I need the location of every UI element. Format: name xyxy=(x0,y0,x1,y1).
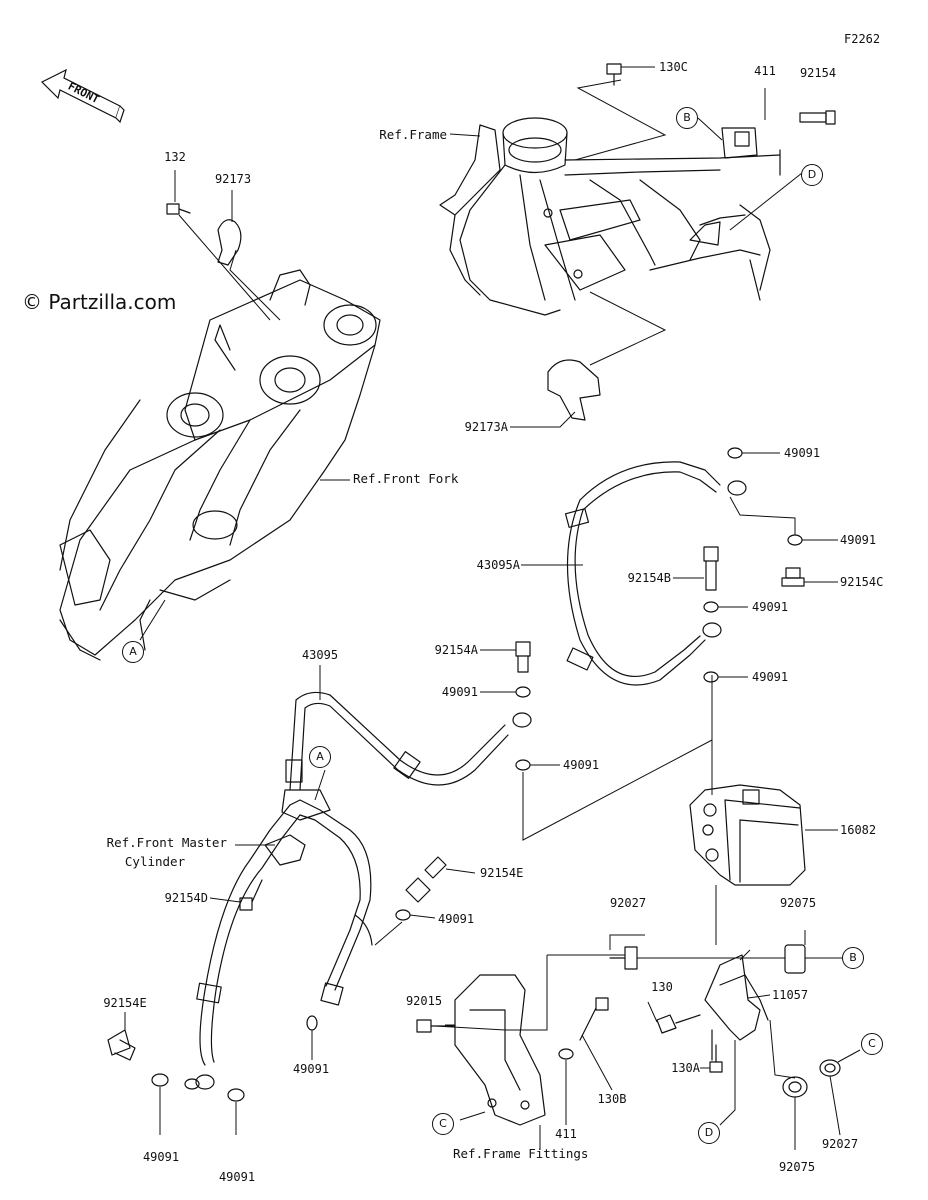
callout-b: B xyxy=(676,107,698,129)
part-label: 130A xyxy=(671,1061,700,1075)
part-label: 92154E xyxy=(103,996,147,1010)
bolt-132 xyxy=(166,203,191,215)
part-label: 49091 xyxy=(218,1170,256,1184)
hose-lower-left xyxy=(195,789,373,1090)
part-label: 92173A xyxy=(464,420,508,434)
bolt-92154e-upper xyxy=(405,856,447,903)
watermark: © Partzilla.com xyxy=(22,290,177,314)
washer-49091-e xyxy=(515,686,531,698)
bolt-92154a xyxy=(515,641,531,673)
collar-92027-bot xyxy=(819,1059,841,1077)
washer-49091-j xyxy=(227,1088,245,1102)
part-label: 92027 xyxy=(609,896,647,910)
bolt-92154c xyxy=(781,567,805,587)
diagram-code: F2262 xyxy=(844,32,881,46)
callout-a: A xyxy=(122,641,144,663)
bolt-92154-top xyxy=(799,110,836,125)
part-label: 411 xyxy=(754,64,776,78)
part-label: 92154D xyxy=(164,891,208,905)
part-label: 11057 xyxy=(772,988,809,1002)
hose-43095a xyxy=(564,461,747,686)
bracket-92154d xyxy=(264,834,306,866)
part-label: 92154C xyxy=(840,575,884,589)
ref-master-cylinder-1: Ref.Front Master xyxy=(106,835,227,850)
callout-a: A xyxy=(309,746,331,768)
part-label: 92173 xyxy=(214,172,252,186)
bolt-130c xyxy=(606,63,622,86)
abs-unit-16082 xyxy=(689,784,806,886)
bolt-130a xyxy=(709,1044,723,1073)
part-label: 92015 xyxy=(405,994,443,1008)
callout-c: C xyxy=(432,1113,454,1135)
part-label: 130C xyxy=(659,60,688,74)
hose-43095 xyxy=(285,691,532,791)
bracket-92173 xyxy=(217,219,242,266)
ref-frame-fittings: Ref.Frame Fittings xyxy=(453,1146,589,1161)
bracket-92015 xyxy=(454,974,546,1126)
washer-49091-g xyxy=(395,909,411,921)
bolt-130b xyxy=(579,997,609,1041)
ref-front-fork: Ref.Front Fork xyxy=(353,471,459,486)
part-label: 49091 xyxy=(292,1062,330,1076)
callout-d: D xyxy=(801,164,823,186)
part-label: 130B xyxy=(597,1092,627,1106)
collar-92027-top xyxy=(609,946,638,970)
part-label: 92154A xyxy=(434,643,478,657)
part-label: 49091 xyxy=(840,533,877,547)
part-label: 92075 xyxy=(778,1160,816,1174)
washer-49091-f xyxy=(515,759,531,771)
callout-b: B xyxy=(842,947,864,969)
bolt-92154b xyxy=(703,546,719,591)
clamp-411-top xyxy=(721,127,758,159)
part-label: 49091 xyxy=(752,670,789,684)
grommet-92075-top xyxy=(784,944,806,974)
ref-frame: Ref.Frame xyxy=(379,127,447,142)
part-label: 16082 xyxy=(840,823,877,837)
part-label: 49091 xyxy=(752,600,789,614)
front-arrow-icon: FRONT xyxy=(40,68,125,124)
bolt-92154e-lower xyxy=(107,1029,136,1061)
part-label: 49091 xyxy=(784,446,821,460)
part-label: 43095 xyxy=(301,648,339,662)
part-label: 49091 xyxy=(441,685,478,699)
part-label: 92027 xyxy=(821,1137,859,1151)
washer-49091-k xyxy=(184,1078,200,1090)
washer-411-bottom xyxy=(558,1048,574,1060)
part-label: 49091 xyxy=(438,912,475,926)
part-label: 411 xyxy=(555,1127,577,1141)
part-label: 130 xyxy=(651,980,673,994)
part-label: 92154 xyxy=(799,66,837,80)
part-label: 132 xyxy=(164,150,186,164)
part-label: 43095A xyxy=(476,558,520,572)
frame-illustration xyxy=(439,117,781,316)
bolt-130 xyxy=(656,1014,701,1034)
bracket-92173a xyxy=(547,359,601,421)
callout-d: D xyxy=(698,1122,720,1144)
grommet-92075-bot xyxy=(782,1076,808,1098)
washer-49091-i xyxy=(151,1073,169,1087)
part-label: 49091 xyxy=(563,758,600,772)
part-label: 49091 xyxy=(142,1150,180,1164)
front-fork-illustration xyxy=(59,269,381,661)
part-label: 92154E xyxy=(480,866,524,880)
leader-lines xyxy=(124,66,861,1150)
callout-c: C xyxy=(861,1033,883,1055)
washer-49091-h xyxy=(306,1015,318,1031)
part-label: 92075 xyxy=(779,896,817,910)
bolt-92154d xyxy=(239,879,263,911)
part-label: 92154B xyxy=(627,571,671,585)
bracket-11057 xyxy=(704,954,769,1061)
ref-master-cylinder-2: Cylinder xyxy=(124,854,186,869)
